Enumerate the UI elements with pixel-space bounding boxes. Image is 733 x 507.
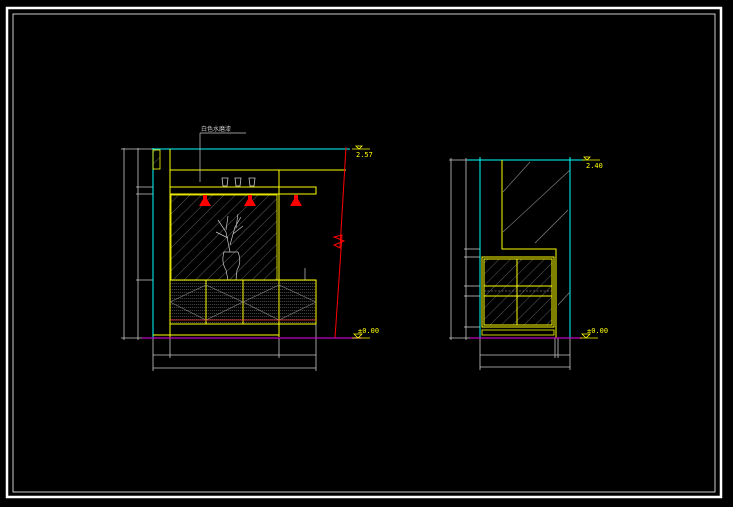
dimension-lines-left bbox=[121, 148, 153, 340]
drawing-frame bbox=[5, 6, 723, 499]
axis-lines bbox=[152, 148, 350, 338]
side-cabinet bbox=[481, 256, 555, 336]
break-line bbox=[332, 146, 347, 339]
dimension-lines-bottom bbox=[152, 324, 317, 371]
dimension-lines-left bbox=[449, 158, 480, 340]
lamp-icon bbox=[290, 195, 302, 206]
level-marks bbox=[580, 156, 600, 339]
level-marks bbox=[352, 145, 370, 339]
dimension-lines-bottom bbox=[479, 338, 571, 370]
front-elevation bbox=[121, 132, 370, 371]
wall-profile bbox=[501, 160, 557, 338]
vases-on-shelf bbox=[221, 177, 256, 187]
side-top-level-label: 2.40 bbox=[586, 162, 603, 170]
lamp-icon bbox=[244, 195, 256, 206]
material-note: 白色水磨漆 bbox=[201, 125, 231, 133]
display-shelf bbox=[169, 186, 317, 195]
floor-level-label: ±0.00 bbox=[358, 327, 379, 335]
side-floor-level-label: ±0.00 bbox=[587, 327, 608, 335]
axis-lines bbox=[467, 157, 585, 338]
hatched-wall-panel bbox=[170, 194, 278, 281]
column-section bbox=[152, 149, 161, 170]
top-level-label: 2.57 bbox=[356, 151, 373, 159]
material-leader bbox=[199, 132, 246, 182]
lamp-icon bbox=[199, 195, 211, 206]
base-cabinet bbox=[169, 279, 317, 325]
glass-hatch bbox=[502, 161, 571, 306]
side-elevation bbox=[449, 156, 600, 370]
spot-lamps bbox=[199, 195, 302, 206]
